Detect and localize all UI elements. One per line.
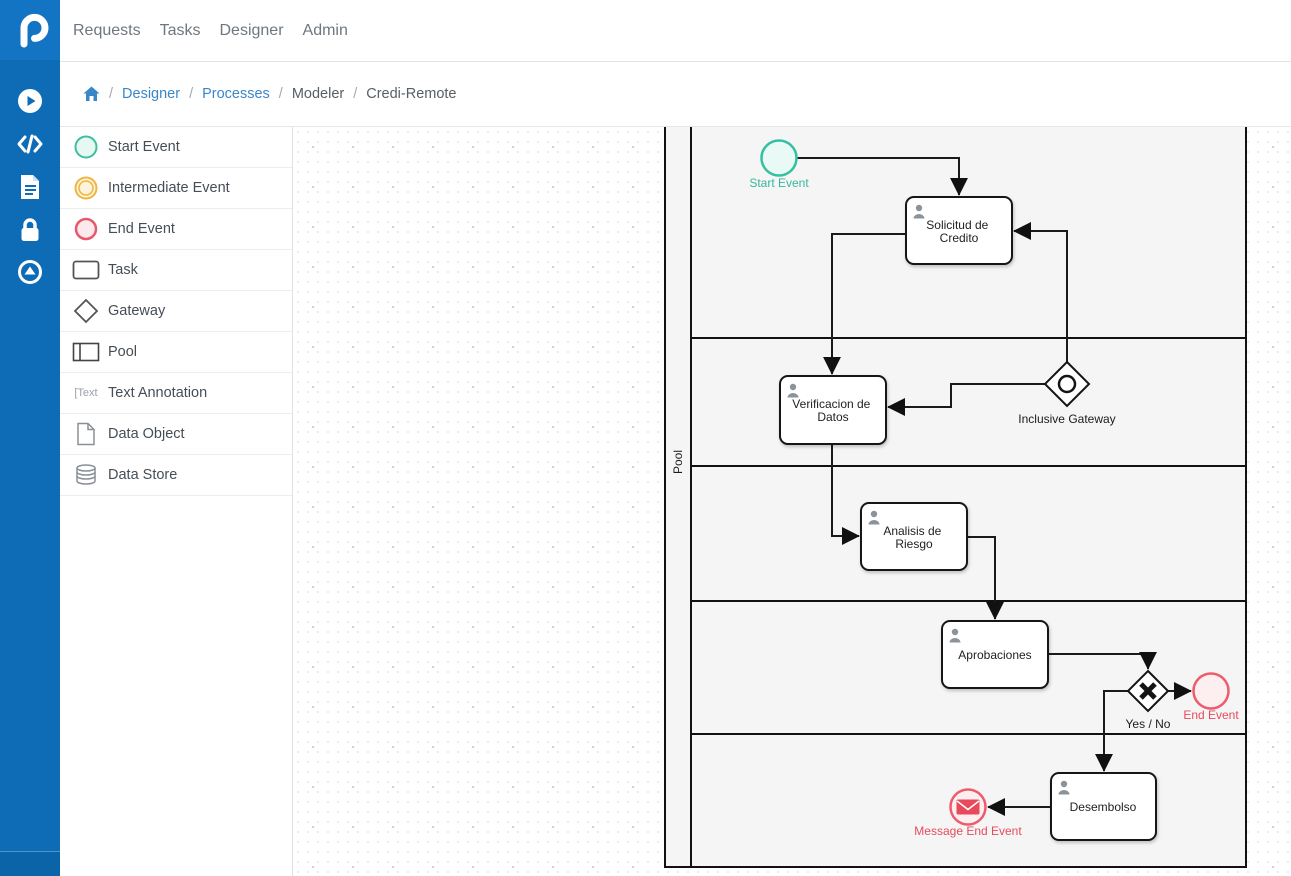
modeler-canvas[interactable]: Pool Start Ev: [293, 127, 1291, 876]
task-aprobaciones[interactable]: Aprobaciones: [942, 621, 1048, 688]
main-area: Requests Tasks Designer Admin / Designer…: [60, 0, 1291, 876]
text-annotation-icon: [Text: [71, 387, 101, 399]
nav-admin[interactable]: Admin: [303, 22, 348, 40]
circle-arrow-up-icon: [17, 259, 43, 285]
lock-icon: [18, 217, 42, 243]
breadcrumb-separator: /: [353, 86, 357, 102]
data-object-icon: [71, 422, 101, 446]
code-icon: [16, 132, 44, 156]
breadcrumb-separator: /: [109, 86, 113, 102]
palette-item-data-object[interactable]: Data Object: [60, 414, 292, 455]
breadcrumb-current-process: Credi-Remote: [366, 86, 456, 102]
palette-item-label: Gateway: [108, 303, 165, 319]
palette-item-intermediate-event[interactable]: Intermediate Event: [60, 168, 292, 209]
task-desembolso[interactable]: Desembolso: [1051, 773, 1156, 840]
breadcrumb-processes[interactable]: Processes: [202, 86, 270, 102]
palette-item-label: Intermediate Event: [108, 180, 230, 196]
document-icon: [19, 174, 41, 200]
pool-label: Pool: [671, 450, 685, 474]
palette-item-data-store[interactable]: Data Store: [60, 455, 292, 496]
task-icon: [71, 260, 101, 280]
breadcrumb-designer[interactable]: Designer: [122, 86, 180, 102]
pool-icon: [71, 342, 101, 362]
end-event-label: End Event: [1183, 708, 1239, 722]
bpmn-diagram: Pool Start Ev: [293, 127, 1291, 876]
envelope-icon: [957, 800, 980, 815]
screens-nav-button[interactable]: [0, 174, 60, 200]
play-circle-icon: [17, 88, 43, 114]
message-end-event-label: Message End Event: [914, 824, 1022, 838]
palette-item-label: Data Object: [108, 426, 185, 442]
palette-item-label: Data Store: [108, 467, 177, 483]
left-rail: [0, 0, 60, 876]
palette-item-gateway[interactable]: Gateway: [60, 291, 292, 332]
palette-item-end-event[interactable]: End Event: [60, 209, 292, 250]
nav-requests[interactable]: Requests: [73, 22, 141, 40]
task-verificacion-de-datos[interactable]: Verificacion de Datos: [780, 376, 886, 444]
breadcrumb-separator: /: [279, 86, 283, 102]
palette-item-start-event[interactable]: Start Event: [60, 127, 292, 168]
exclusive-gateway-label: Yes / No: [1126, 717, 1171, 731]
inclusive-gateway-label: Inclusive Gateway: [1018, 412, 1115, 426]
nav-tasks[interactable]: Tasks: [160, 22, 201, 40]
task-label: Desembolso: [1070, 800, 1137, 814]
palette-item-label: End Event: [108, 221, 175, 237]
processmaker-logo-icon: [11, 11, 49, 49]
palette-item-task[interactable]: Task: [60, 250, 292, 291]
processes-nav-button[interactable]: [0, 88, 60, 114]
intermediate-event-icon: [71, 175, 101, 201]
nav-designer[interactable]: Designer: [220, 22, 284, 40]
task-solicitud-de-credito[interactable]: Solicitud de Credito: [906, 197, 1012, 264]
task-label: Aprobaciones: [958, 648, 1031, 662]
palette-item-label: Task: [108, 262, 138, 278]
palette-item-pool[interactable]: Pool: [60, 332, 292, 373]
upload-nav-button[interactable]: [0, 259, 60, 285]
rail-footer[interactable]: [0, 851, 60, 876]
processmaker-logo[interactable]: [0, 0, 60, 60]
shape-palette: Start Event Intermediate Event End Event: [60, 127, 293, 876]
palette-item-label: Start Event: [108, 139, 180, 155]
breadcrumb-modeler: Modeler: [292, 86, 344, 102]
top-navbar: Requests Tasks Designer Admin: [60, 0, 1291, 62]
end-event-icon: [71, 216, 101, 242]
start-event-icon: [71, 134, 101, 160]
environment-variables-nav-button[interactable]: [0, 217, 60, 243]
gateway-icon: [71, 298, 101, 324]
data-store-icon: [71, 463, 101, 487]
scripts-nav-button[interactable]: [0, 132, 60, 156]
palette-item-label: Pool: [108, 344, 137, 360]
home-icon[interactable]: [83, 86, 100, 102]
task-analisis-de-riesgo[interactable]: Analisis de Riesgo: [861, 503, 967, 570]
palette-item-text-annotation[interactable]: [Text Text Annotation: [60, 373, 292, 414]
breadcrumb-separator: /: [189, 86, 193, 102]
breadcrumb: / Designer / Processes / Modeler / Credi…: [60, 62, 1291, 127]
start-event-label: Start Event: [749, 176, 809, 190]
palette-item-label: Text Annotation: [108, 385, 207, 401]
